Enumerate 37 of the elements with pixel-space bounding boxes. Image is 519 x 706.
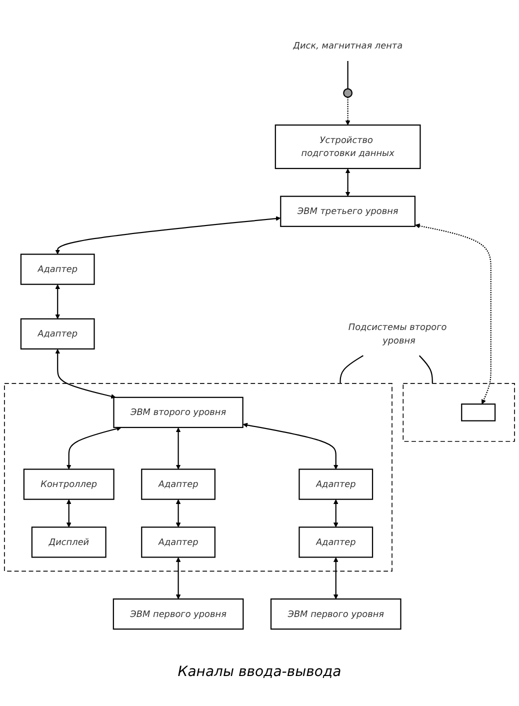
note-text: Каналы ввода-вывода (178, 664, 342, 680)
arrow (55, 348, 116, 399)
node-box: Адаптер (141, 468, 216, 500)
arrow (55, 284, 60, 320)
arrow (345, 168, 350, 197)
node-box: Контроллер (23, 468, 114, 500)
arrow (414, 223, 492, 404)
arrow (242, 422, 338, 470)
cluster (4, 383, 392, 572)
node-box: Устройство подготовки данных (274, 124, 421, 170)
node-bar (461, 404, 496, 422)
node-box: ЭВМ первого уровня (270, 598, 402, 630)
arrow (176, 499, 181, 528)
node-text: Диск, магнитная лента (293, 40, 403, 51)
node-box: ЭВМ второго уровня (113, 396, 244, 428)
arrow (176, 427, 181, 470)
node-circle (343, 88, 353, 98)
arrow (345, 97, 350, 126)
node-text: Подсистемы второго уровня (348, 322, 447, 346)
connector (340, 355, 364, 384)
arrow (333, 557, 338, 600)
node-box: Адаптер (298, 468, 374, 500)
node-box: Адаптер (20, 254, 95, 285)
arrow (66, 499, 72, 528)
arrow (176, 557, 181, 600)
connector (418, 355, 433, 384)
node-box: Дисплей (31, 526, 106, 558)
arrow (55, 216, 281, 254)
arrow (66, 426, 122, 470)
node-box: Адаптер (141, 526, 216, 558)
node-box: ЭВМ первого уровня (112, 598, 244, 630)
node-box: ЭВМ третьего уровня (280, 196, 416, 227)
node-box: Адаптер (298, 526, 374, 558)
connector (347, 61, 348, 89)
cluster (402, 383, 515, 442)
node-box: Адаптер (20, 318, 95, 350)
arrow (333, 499, 338, 528)
